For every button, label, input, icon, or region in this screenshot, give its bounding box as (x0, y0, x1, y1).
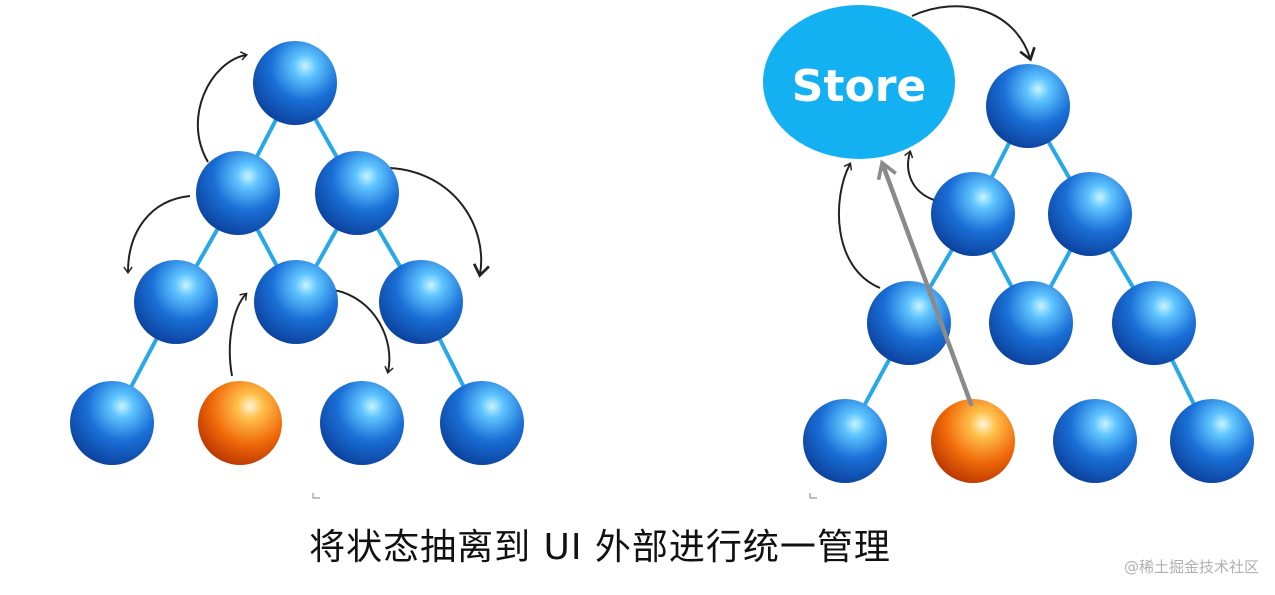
tree-node (315, 151, 399, 235)
left-tree-edges (110, 81, 484, 425)
store-label: Store (792, 61, 927, 112)
tree-node (867, 281, 951, 365)
arrow-branch-to-store (904, 149, 935, 201)
tree-node (253, 41, 337, 125)
watermark: @稀土掘金技术社区 (1123, 558, 1259, 576)
tree-node (989, 281, 1073, 365)
arrow-up-from-active (228, 292, 248, 377)
store-bubble (763, 5, 955, 159)
tree-node (803, 399, 887, 483)
tree-node (440, 381, 524, 465)
arrow-to-left-child (123, 195, 191, 275)
right-tree-arrows (837, 5, 1036, 289)
tree-node (196, 151, 280, 235)
arrow-active-to-store (876, 159, 974, 407)
right-tree: Store (763, 5, 1254, 483)
arrow-up-to-root (196, 51, 249, 163)
active-node (931, 399, 1015, 483)
arrow-to-right-branch (389, 167, 490, 278)
left-tree-arrows (123, 51, 490, 377)
arrow-store-to-root (911, 5, 1036, 62)
right-tree-edges (843, 104, 1214, 443)
diagram-caption: 将状态抽离到 UI 外部进行统一管理 (309, 527, 891, 568)
tree-node (1112, 281, 1196, 365)
arrow-down-right (333, 289, 394, 375)
tree-node (1170, 399, 1254, 483)
figure-corner-marks (312, 493, 817, 499)
store: Store (763, 5, 955, 159)
tree-node (320, 381, 404, 465)
tree-node (1048, 172, 1132, 256)
tree-node (1053, 399, 1137, 483)
tree-node (986, 64, 1070, 148)
left-tree (70, 41, 524, 465)
arrow-node-to-store (837, 162, 881, 289)
active-node (198, 381, 282, 465)
tree-node (134, 260, 218, 344)
tree-node (379, 260, 463, 344)
tree-node (254, 260, 338, 344)
left-tree-nodes (70, 41, 524, 465)
tree-node (70, 381, 154, 465)
tree-node (931, 172, 1015, 256)
right-tree-nodes (803, 64, 1254, 483)
